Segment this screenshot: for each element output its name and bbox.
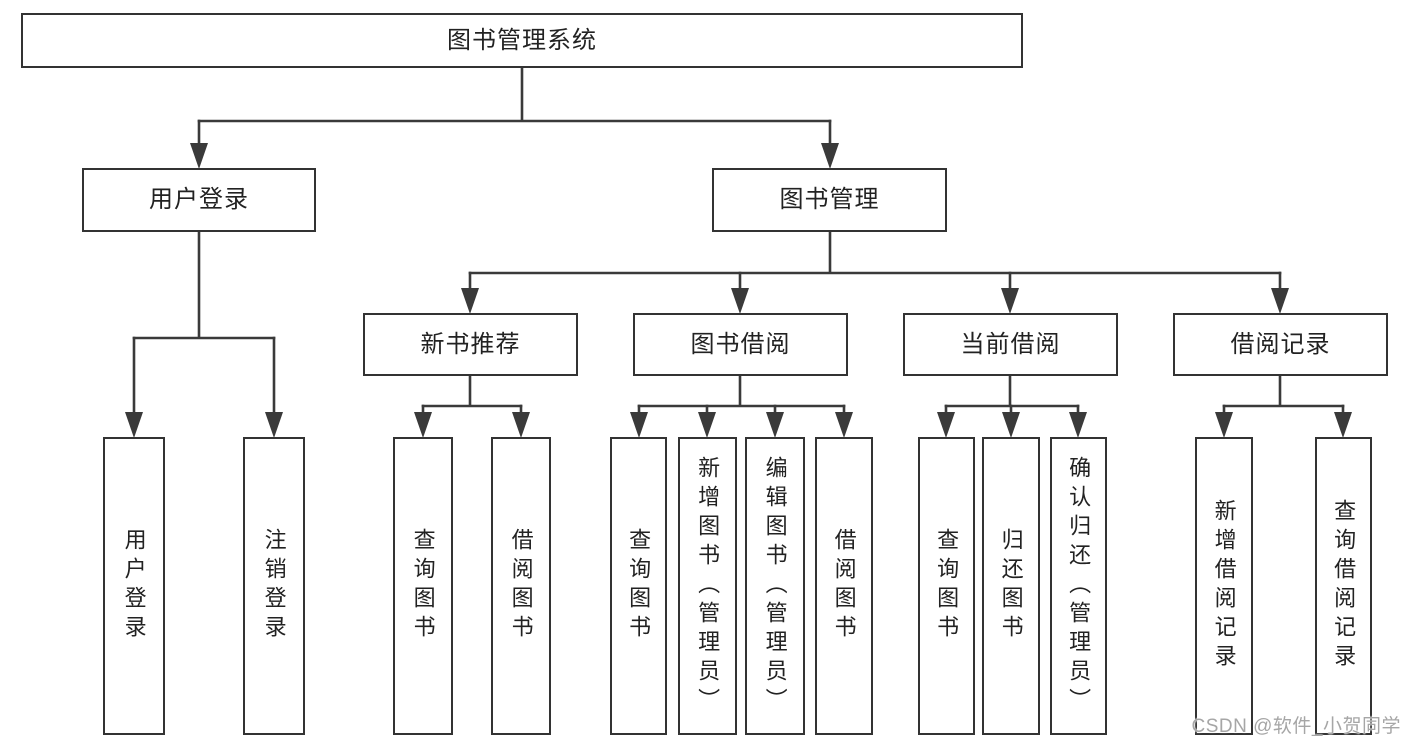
node-current-borrow: 当前借阅 [903, 313, 1118, 376]
leaf-borrow-edit-book-admin: 编辑图书（管理员） [745, 437, 805, 735]
csdn-watermark: CSDN @软件_小贺同学 [1191, 716, 1401, 737]
leaf-current-confirm-return-admin: 确认归还（管理员） [1050, 437, 1107, 735]
leaf-current-query-book: 查询图书 [918, 437, 975, 735]
node-root: 图书管理系统 [21, 13, 1023, 68]
leaf-logout-login: 注销登录 [243, 437, 305, 735]
leaf-borrow-add-book-admin: 新增图书（管理员） [678, 437, 737, 735]
node-borrow-record: 借阅记录 [1173, 313, 1388, 376]
node-new-book-recommend: 新书推荐 [363, 313, 578, 376]
leaf-record-query-record: 查询借阅记录 [1315, 437, 1372, 735]
node-book-borrow: 图书借阅 [633, 313, 848, 376]
leaf-record-add-record: 新增借阅记录 [1195, 437, 1253, 735]
leaf-user-login: 用户登录 [103, 437, 165, 735]
leaf-current-return-book: 归还图书 [982, 437, 1040, 735]
leaf-borrow-borrow-book: 借阅图书 [815, 437, 873, 735]
node-book-management: 图书管理 [712, 168, 947, 232]
leaf-newbook-query-book: 查询图书 [393, 437, 453, 735]
node-user-login: 用户登录 [82, 168, 316, 232]
leaf-borrow-query-book: 查询图书 [610, 437, 667, 735]
leaf-newbook-borrow-book: 借阅图书 [491, 437, 551, 735]
